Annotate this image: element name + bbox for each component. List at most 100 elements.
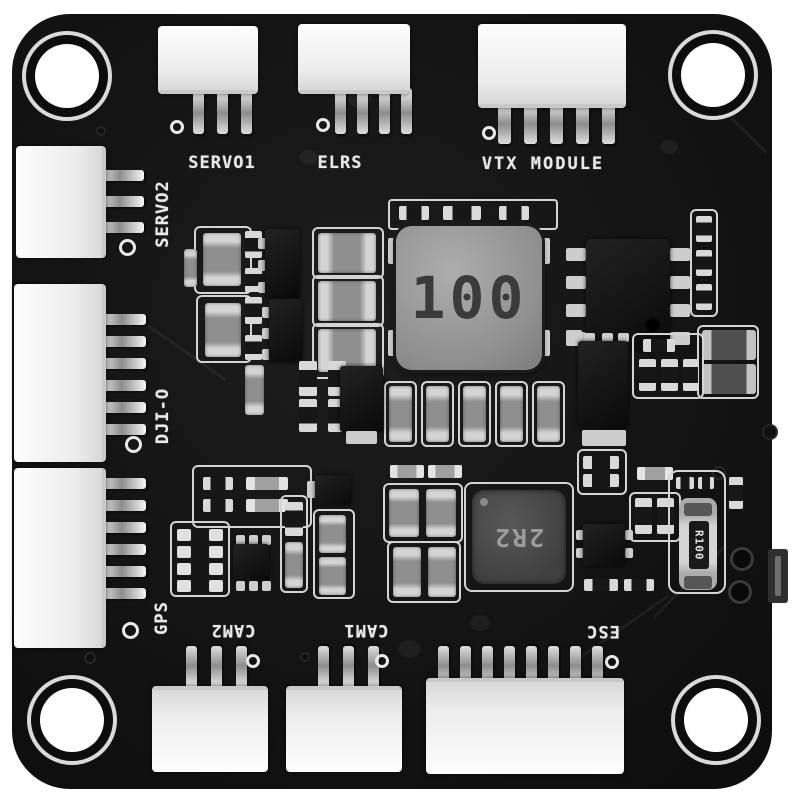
silkscreen-outline [495, 381, 528, 447]
resistor [245, 297, 262, 324]
connector-pin [211, 646, 222, 690]
ic-pin1-dot [644, 316, 662, 334]
footprint-pad [209, 580, 223, 592]
ic-pin [670, 248, 690, 261]
pin1-marker [482, 126, 496, 140]
connector-pin [102, 358, 146, 369]
resistor [285, 502, 303, 536]
via [762, 424, 778, 440]
silkscreen-outline [668, 470, 726, 594]
shunt-resistor-marking: R100 [692, 529, 706, 561]
solder-pad [388, 330, 398, 356]
ic-pin [566, 304, 586, 317]
board-reflection [660, 140, 678, 154]
ic-pin [625, 530, 633, 540]
connector-pin [335, 88, 346, 134]
connector-pin [504, 646, 515, 690]
connector-body [426, 678, 624, 774]
soic-ic [583, 524, 625, 566]
resistor [584, 579, 618, 591]
resistor [203, 499, 233, 512]
mounting-hole [35, 44, 99, 108]
via [728, 580, 752, 604]
transistor-pin [258, 238, 266, 249]
capacitor [393, 547, 421, 597]
connector-pins [335, 88, 412, 134]
resistor [683, 359, 698, 391]
ic-pin [670, 304, 690, 317]
transistor [265, 229, 300, 298]
mounting-hole [40, 688, 104, 752]
footprint-pad [177, 580, 191, 592]
connector-pin [524, 100, 537, 144]
connector-pin [379, 88, 390, 134]
resistor [639, 359, 656, 391]
capacitor [426, 386, 449, 442]
connector-body [16, 146, 106, 258]
capacitor [285, 542, 303, 588]
resistor [390, 465, 424, 478]
via [730, 547, 754, 571]
silkscreen-outline [387, 541, 461, 603]
capacitor [203, 233, 241, 286]
capacitor [537, 386, 560, 442]
board-reflection [398, 640, 420, 658]
footprint-pad [209, 546, 223, 558]
connector-body [298, 24, 410, 94]
ic-pin [262, 535, 271, 545]
footprint-pad [177, 563, 191, 575]
pin1-marker [122, 622, 139, 639]
silkscreen-outline [312, 275, 384, 327]
capacitor [184, 249, 197, 287]
side-button-detail [775, 556, 781, 596]
silkscreen-outline [384, 381, 417, 447]
capacitor [319, 515, 346, 553]
connector-pin [401, 88, 412, 134]
resistor [299, 361, 317, 396]
transistor-pin [258, 282, 266, 293]
connector-pin [100, 196, 144, 207]
resistor [635, 498, 652, 534]
resistor [729, 477, 743, 509]
connector-pin [602, 100, 615, 144]
connector-body [14, 284, 106, 462]
transistor-pin [262, 349, 270, 360]
connector-pin [498, 100, 511, 144]
resistor [443, 206, 481, 220]
connector-body [152, 686, 268, 772]
pin1-marker [316, 118, 330, 132]
pin1-marker [246, 654, 260, 668]
silkscreen-outline [421, 381, 454, 447]
power-inductor: 100 [396, 226, 542, 370]
ic-pin [262, 581, 271, 591]
ic-pin [236, 581, 245, 591]
ic-pin [670, 276, 690, 289]
ic-pin [566, 276, 586, 289]
connector-pins [498, 100, 615, 144]
ic-footprint [170, 521, 230, 597]
connector-pin [482, 646, 493, 690]
connector-label: CAM1 [343, 620, 389, 640]
footprint-pad [177, 546, 191, 558]
small-inductor: 2R2 [472, 490, 566, 584]
resistor [583, 456, 619, 469]
small-inductor-marking: 2R2 [493, 522, 545, 552]
shunt-resistor-band [684, 503, 712, 516]
resistor [696, 284, 712, 310]
capacitor [500, 386, 523, 442]
mosfet-pin [584, 333, 595, 342]
capacitor [319, 557, 346, 595]
connector-pin [102, 522, 146, 533]
connector-pin [460, 646, 471, 690]
silkscreen-outline [532, 381, 565, 447]
solder-pad [540, 238, 550, 264]
mounting-hole [684, 688, 748, 752]
connector-pin [102, 544, 146, 555]
capacitor [463, 386, 486, 442]
ic-pin [249, 581, 258, 591]
transistor-pin [262, 307, 270, 318]
silkscreen-outline [464, 482, 574, 592]
resistor [203, 477, 233, 490]
connector-pin [102, 424, 146, 435]
